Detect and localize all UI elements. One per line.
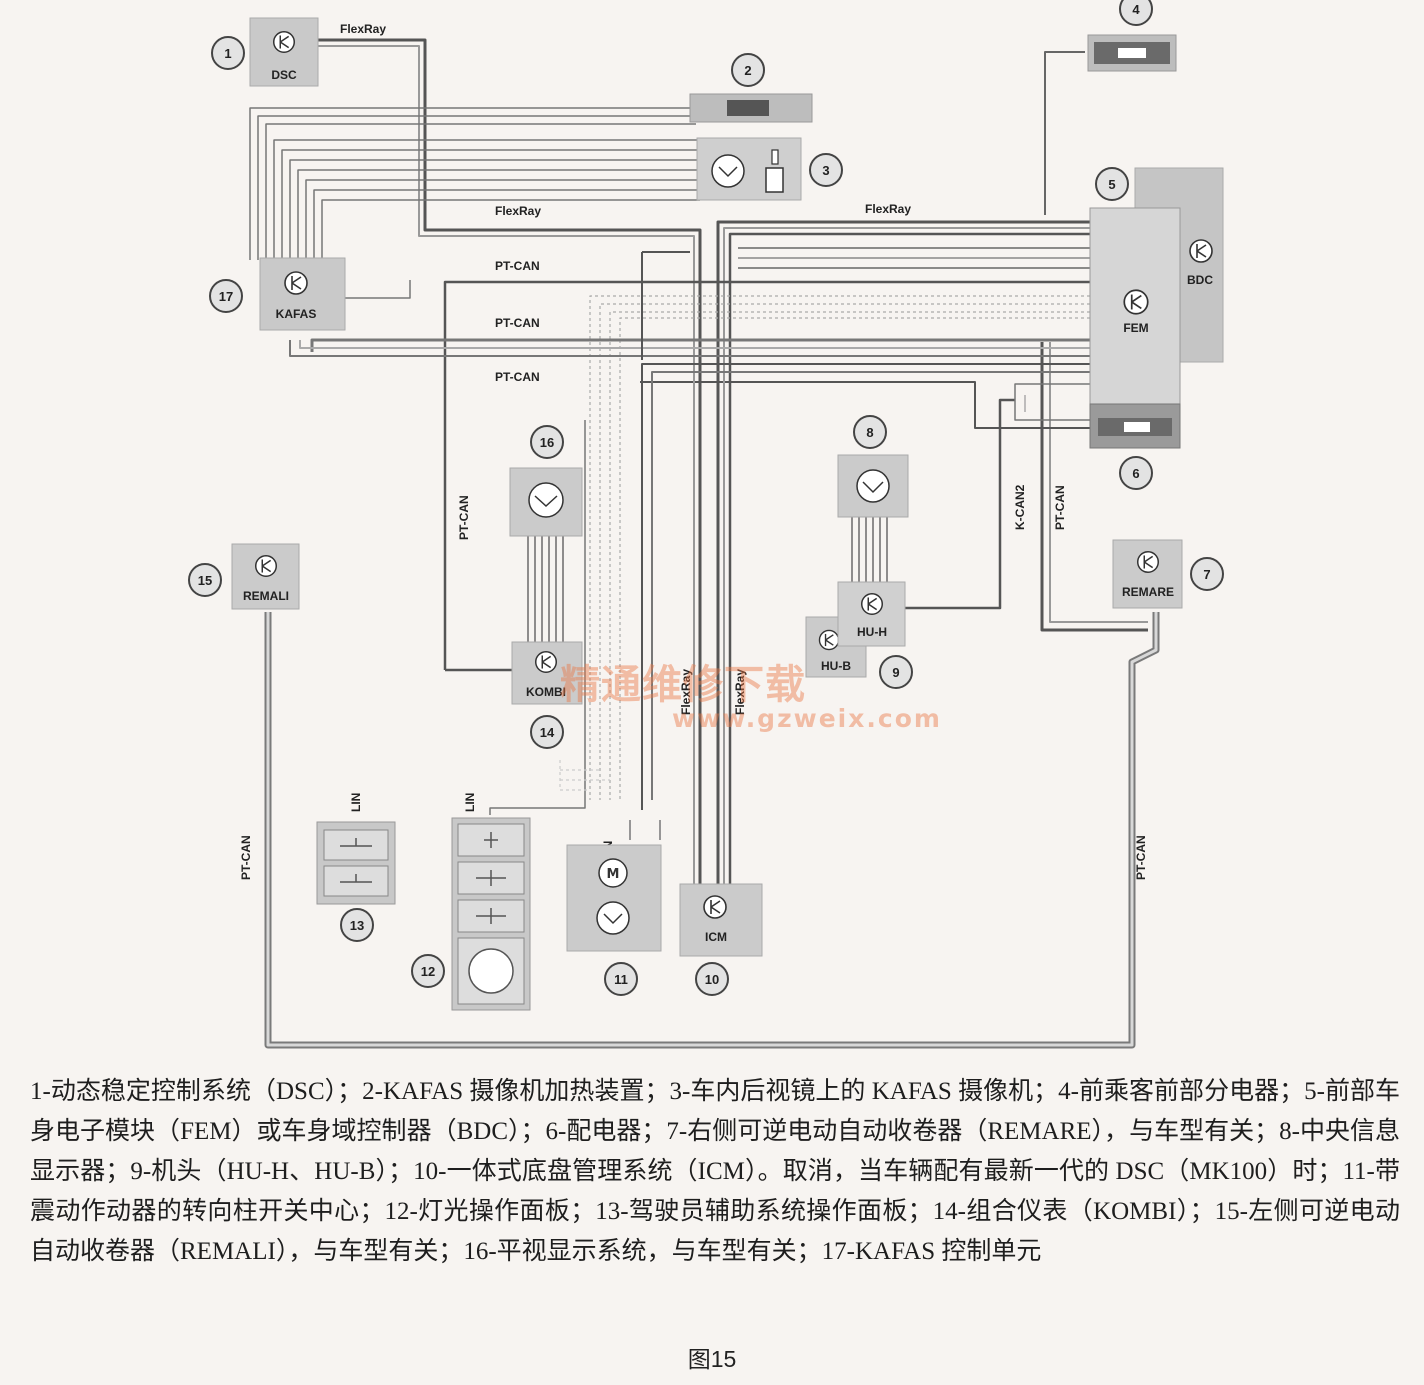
module-remali: REMALI <box>231 543 300 610</box>
module-kafas-camera-heater <box>689 93 813 123</box>
callout-number: 11 <box>614 972 628 987</box>
callout-number: 5 <box>1108 177 1115 192</box>
bus-label-flexray-right: FlexRay <box>865 202 911 216</box>
callout-number: 15 <box>198 573 212 588</box>
module-bdc-fem: BDC FEM <box>1089 167 1224 409</box>
module-label-bdc: BDC <box>1187 273 1213 287</box>
callout-17: 17 <box>209 279 243 313</box>
ptcan-right-vertical <box>1040 342 1148 632</box>
bus-label-ptcan-2: PT-CAN <box>495 316 540 330</box>
module-dsc: DSC <box>249 17 319 87</box>
module-label-hu-b: HU-B <box>821 659 851 673</box>
network-topology-diagram: FlexRay FlexRay FlexRay PT-CAN PT-CAN PT… <box>188 0 1224 1049</box>
module-central-display <box>837 454 909 518</box>
module-label-dsc: DSC <box>271 68 297 82</box>
callout-number: 3 <box>822 163 829 178</box>
callout-16: 16 <box>530 425 564 459</box>
wiring <box>249 38 1160 1049</box>
callout-3: 3 <box>809 153 843 187</box>
module-kafas-camera <box>696 137 802 201</box>
watermark-text: 精通维修下载 <box>560 662 806 708</box>
bus-label-ptcan-right-vertical: PT-CAN <box>1053 485 1067 530</box>
figure-label: 图15 <box>687 1346 737 1372</box>
bus-label-ptcan-bottom-right: PT-CAN <box>1134 835 1148 880</box>
bus-label-ptcan-3: PT-CAN <box>495 370 540 384</box>
watermark-url: www.gzweix.com <box>672 704 942 733</box>
module-icm: ICM <box>679 883 763 957</box>
callout-number: 8 <box>866 425 873 440</box>
module-hu-h: HU-H <box>837 581 906 647</box>
callout-number: 14 <box>540 725 555 740</box>
module-label-hu-h: HU-H <box>857 625 887 639</box>
bus-label-lin-13: LIN <box>349 793 363 812</box>
callout-number: 6 <box>1132 466 1139 481</box>
motor-symbol-icon: M <box>607 867 620 882</box>
callout-number: 12 <box>421 964 435 979</box>
module-kafas: KAFAS <box>259 257 346 331</box>
figure-caption: 1-动态稳定控制系统（DSC）；2-KAFAS 摄像机加热装置；3-车内后视镜上… <box>30 1078 1400 1265</box>
callout-8: 8 <box>853 415 887 449</box>
callout-number: 16 <box>540 435 554 450</box>
callout-1: 1 <box>211 36 245 70</box>
module-light-panel <box>451 817 531 1011</box>
module-front-distribution <box>1087 34 1177 72</box>
callout-15: 15 <box>188 563 222 597</box>
module-driver-assist-panel <box>316 821 396 905</box>
callout-number: 17 <box>219 289 233 304</box>
callout-12: 12 <box>411 954 445 988</box>
module-kombi: KOMBI <box>511 641 583 705</box>
modules: DSC BDC FEM <box>231 17 1224 1011</box>
module-label-kombi: KOMBI <box>526 685 566 699</box>
bus-labels: FlexRay FlexRay FlexRay PT-CAN PT-CAN PT… <box>239 22 1148 880</box>
module-steering-column-switch: M <box>566 844 662 952</box>
callout-number: 13 <box>350 918 364 933</box>
module-hud <box>509 467 583 537</box>
bus-label-kcan2: K-CAN2 <box>1013 484 1027 530</box>
bus-label-lin-12: LIN <box>463 793 477 812</box>
bus-label-ptcan-left-vertical: PT-CAN <box>457 495 471 540</box>
flexray-dsc-route <box>312 38 702 885</box>
bus-label-ptcan-bottom-left: PT-CAN <box>239 835 253 880</box>
module-label-icm: ICM <box>705 930 727 944</box>
bus-label-flexray-mid: FlexRay <box>495 204 541 218</box>
module-power-distribution <box>1089 403 1181 449</box>
bus-label-flexray-vertical-1: FlexRay <box>679 669 693 715</box>
callout-number: 4 <box>1132 2 1140 17</box>
callout-number: 7 <box>1203 567 1210 582</box>
callout-6: 6 <box>1119 456 1153 490</box>
callout-number: 10 <box>705 972 719 987</box>
callout-2: 2 <box>731 53 765 87</box>
callout-number: 1 <box>224 46 231 61</box>
module-label-remali: REMALI <box>243 589 289 603</box>
kcan2-wire <box>905 398 1015 610</box>
bus-label-flexray-vertical-2: FlexRay <box>733 669 747 715</box>
callout-10: 10 <box>695 962 729 996</box>
module-remare: REMARE <box>1112 539 1183 609</box>
callout-7: 7 <box>1190 557 1224 591</box>
callout-9: 9 <box>879 655 913 689</box>
callout-14: 14 <box>530 715 564 749</box>
callout-11: 11 <box>604 962 638 996</box>
bus-label-ptcan-1: PT-CAN <box>495 259 540 273</box>
callout-number: 2 <box>744 63 751 78</box>
callout-4: 4 <box>1119 0 1153 26</box>
bus-label-flexray-top: FlexRay <box>340 22 386 36</box>
ptcan-h-1 <box>443 280 1090 670</box>
callout-13: 13 <box>340 908 374 942</box>
callout-number: 9 <box>892 665 899 680</box>
module-label-fem: FEM <box>1123 321 1148 335</box>
module-label-kafas: KAFAS <box>276 307 317 321</box>
callout-5: 5 <box>1095 167 1129 201</box>
module-label-remare: REMARE <box>1122 585 1174 599</box>
flexray-fem-route <box>716 220 1090 885</box>
